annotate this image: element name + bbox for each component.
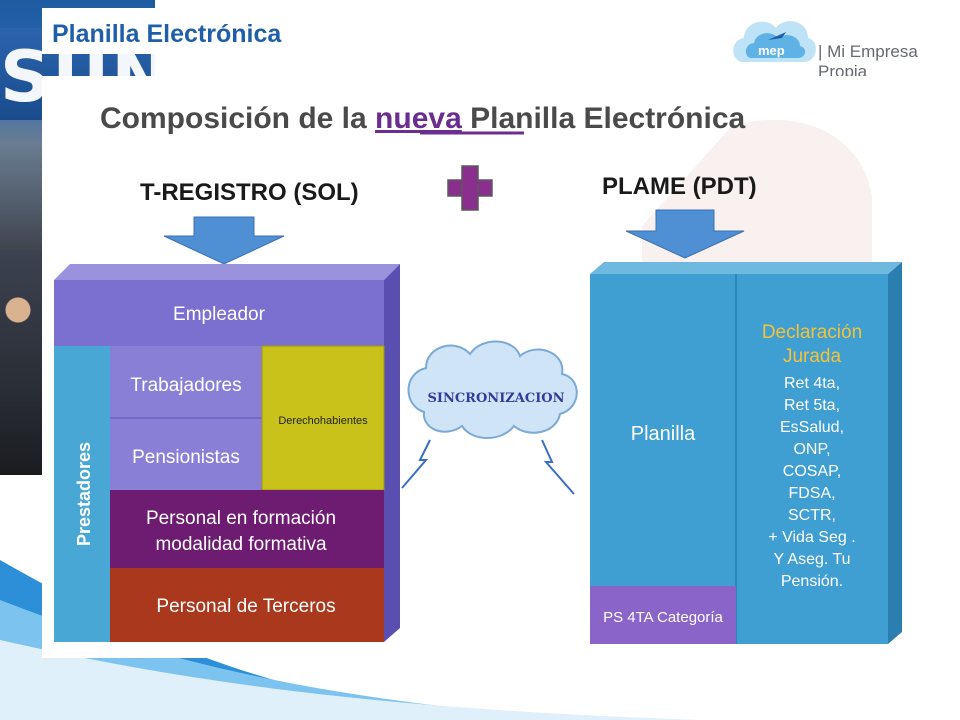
left-stack-top-face [54, 264, 400, 280]
left-down-arrow-icon [163, 216, 285, 265]
mep-logo: mep [733, 21, 816, 62]
left-section-title: T-REGISTRO (SOL) [140, 179, 359, 206]
left-lightning-icon [401, 439, 431, 489]
declaracion-item: Pensión. [781, 573, 843, 590]
terceros-block [110, 568, 384, 642]
declaracion-item: EsSalud, [780, 419, 844, 436]
formacion-label-line1: Personal en formación [146, 508, 336, 529]
declaracion-items: Ret 4ta, Ret 5ta, EsSalud, ONP, COSAP, F… [768, 375, 855, 590]
ps4ta-label: PS 4TA Categoría [603, 609, 723, 626]
trabajadores-block [110, 346, 262, 418]
diagram-heading: Composición de la nueva Planilla Electró… [100, 102, 746, 135]
declaracion-item: + Vida Seg . [768, 529, 855, 546]
right-section-title: PLAME (PDT) [602, 173, 757, 200]
declaracion-item: ONP, [793, 441, 830, 458]
plame-block [590, 274, 888, 644]
heading-prefix: Composición de la [100, 102, 375, 135]
formacion-block [110, 490, 384, 568]
decorative-wave [0, 560, 700, 720]
prestadores-label: Prestadores [74, 442, 94, 546]
right-down-arrow-icon [625, 209, 745, 259]
left-stack-side-face [384, 264, 400, 642]
declaracion-title-line2: Jurada [783, 346, 842, 367]
heading-emph: nueva [375, 102, 462, 135]
sync-label: SINCRONIZACION [427, 391, 564, 406]
wave-pale [0, 640, 700, 720]
derechohabientes-block [261, 345, 385, 491]
logo-cloud-inner [745, 33, 806, 58]
declaracion-item: Y Aseg. Tu [773, 551, 850, 568]
terceros-label: Personal de Terceros [156, 596, 335, 617]
sync-cloud [407, 340, 578, 439]
plus-icon [447, 165, 493, 211]
trabajadores-label: Trabajadores [130, 375, 241, 396]
logo-arrow-icon [768, 32, 786, 40]
diagram: Composición de la nueva Planilla Electró… [54, 102, 902, 644]
page-title: Planilla Electrónica [52, 20, 282, 48]
planilla-label: Planilla [631, 423, 696, 445]
declaracion-title-line1: Declaración [762, 322, 862, 343]
formacion-label-line2: modalidad formativa [155, 534, 327, 555]
declaracion-item: SCTR, [788, 507, 836, 524]
plame-side-face [888, 262, 902, 644]
plame-top-face [590, 262, 902, 274]
empleador-label: Empleador [173, 304, 266, 325]
logo-text: mep [758, 43, 785, 58]
pensionistas-label: Pensionistas [132, 447, 240, 468]
declaracion-item: Ret 5ta, [784, 397, 840, 414]
derechohabientes-label: Derechohabientes [278, 415, 368, 427]
declaracion-item: Ret 4ta, [784, 375, 840, 392]
right-lightning-icon [541, 439, 575, 495]
ps4ta-block [590, 586, 736, 644]
heading-suffix: Planilla Electrónica [462, 102, 746, 135]
declaracion-item: FDSA, [788, 485, 835, 502]
pensionistas-block [110, 418, 262, 490]
title-box [42, 8, 304, 54]
prestadores-block [54, 346, 110, 642]
declaracion-item: COSAP, [783, 463, 841, 480]
empleador-block [54, 280, 384, 346]
